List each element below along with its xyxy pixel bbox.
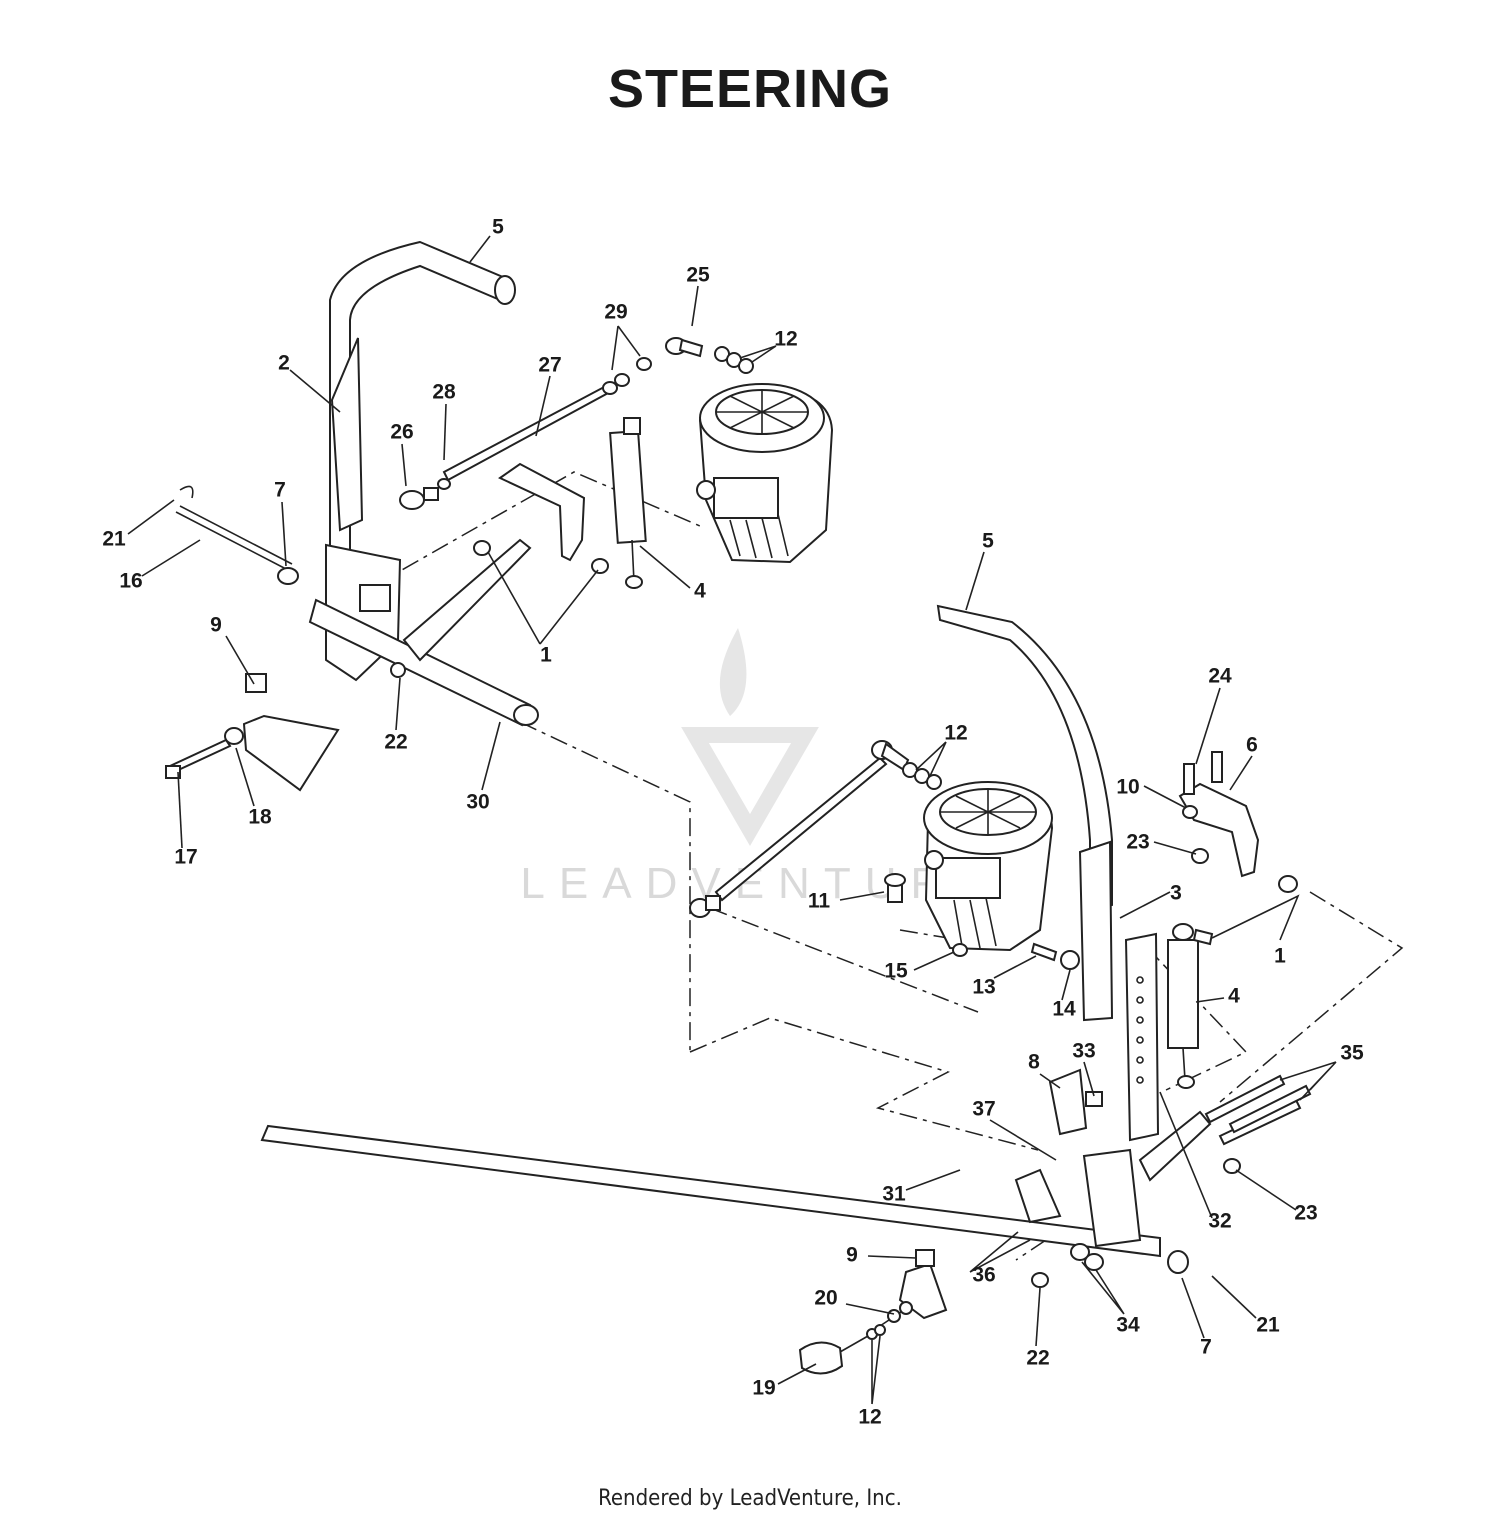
callout-14: 14	[1052, 998, 1076, 1021]
left-rod-end-25	[665, 337, 754, 374]
callout-9: 9	[846, 1244, 858, 1267]
callout-37: 37	[972, 1098, 995, 1121]
callout-8: 8	[1028, 1051, 1040, 1074]
callout-17: 17	[174, 846, 197, 869]
callout-31: 31	[882, 1183, 906, 1206]
callout-18: 18	[248, 806, 272, 829]
right-pump-unit	[923, 781, 1054, 957]
callout-21: 21	[1256, 1314, 1280, 1337]
right-pivot-frame	[1014, 1068, 1241, 1288]
left-hardware	[473, 540, 609, 574]
callout-12: 12	[774, 328, 797, 351]
callout-1: 1	[540, 644, 552, 667]
callout-13: 13	[972, 976, 995, 999]
callout-27: 27	[538, 354, 561, 377]
callout-20: 20	[814, 1287, 837, 1310]
callout-32: 32	[1208, 1210, 1231, 1233]
callout-25: 25	[686, 264, 710, 287]
right-bolt-13	[1030, 942, 1080, 970]
callout-1: 1	[1274, 945, 1286, 968]
right-steering-lever	[936, 604, 1114, 1022]
callout-21: 21	[102, 528, 126, 551]
diagram-title: STEERING	[607, 59, 893, 119]
callout-22: 22	[1026, 1347, 1049, 1370]
right-damper-4	[1167, 923, 1214, 1089]
callouts: 5 25 29 12 2 27 28 26 7 21 16 4 1 9 22 3…	[102, 216, 1364, 1429]
left-axle-pin-16	[175, 485, 299, 585]
callout-4: 4	[1228, 985, 1240, 1008]
callout-10: 10	[1116, 776, 1139, 799]
left-latch-plate	[165, 673, 340, 792]
callout-7: 7	[274, 479, 286, 502]
left-linkage-rod-27	[399, 357, 652, 510]
callout-9: 9	[210, 614, 222, 637]
callout-11: 11	[808, 890, 831, 913]
callout-12: 12	[858, 1406, 881, 1429]
left-mount-bracket	[498, 462, 586, 562]
callout-15: 15	[884, 960, 908, 983]
callout-33: 33	[1072, 1040, 1095, 1063]
callout-19: 19	[752, 1377, 775, 1400]
callout-22: 22	[384, 731, 407, 754]
callout-26: 26	[390, 421, 413, 444]
callout-5: 5	[492, 216, 504, 239]
right-pivot-shaft-31	[260, 1124, 1161, 1258]
callout-23: 23	[1294, 1202, 1317, 1225]
callout-7: 7	[1200, 1336, 1212, 1359]
callout-3: 3	[1170, 882, 1182, 905]
right-bolt-11	[884, 873, 906, 903]
left-damper-4	[609, 417, 647, 589]
callout-2: 2	[278, 352, 290, 375]
callout-30: 30	[466, 791, 489, 814]
callout-24: 24	[1208, 665, 1232, 688]
callout-28: 28	[432, 381, 456, 404]
callout-29: 29	[604, 301, 627, 324]
right-linkage-rod	[689, 740, 942, 918]
right-knob-19	[798, 1324, 886, 1375]
callout-12: 12	[944, 722, 967, 745]
leader-lines	[127, 235, 1337, 1405]
callout-6: 6	[1246, 734, 1258, 757]
right-adjust-bar-3	[1124, 932, 1160, 1142]
callout-36: 36	[972, 1264, 995, 1287]
callout-16: 16	[119, 570, 142, 593]
callout-4: 4	[694, 580, 706, 603]
right-mount-bracket-6	[1178, 751, 1298, 893]
callout-5: 5	[982, 530, 994, 553]
left-pump-unit	[696, 383, 834, 564]
callout-34: 34	[1116, 1314, 1140, 1337]
right-latch-plate	[879, 1249, 948, 1327]
callout-35: 35	[1340, 1042, 1364, 1065]
footer-credit: Rendered by LeadVenture, Inc.	[598, 1486, 902, 1511]
right-bolts-35	[1204, 1074, 1312, 1146]
left-lever-bracket	[325, 337, 402, 682]
callout-23: 23	[1126, 831, 1149, 854]
